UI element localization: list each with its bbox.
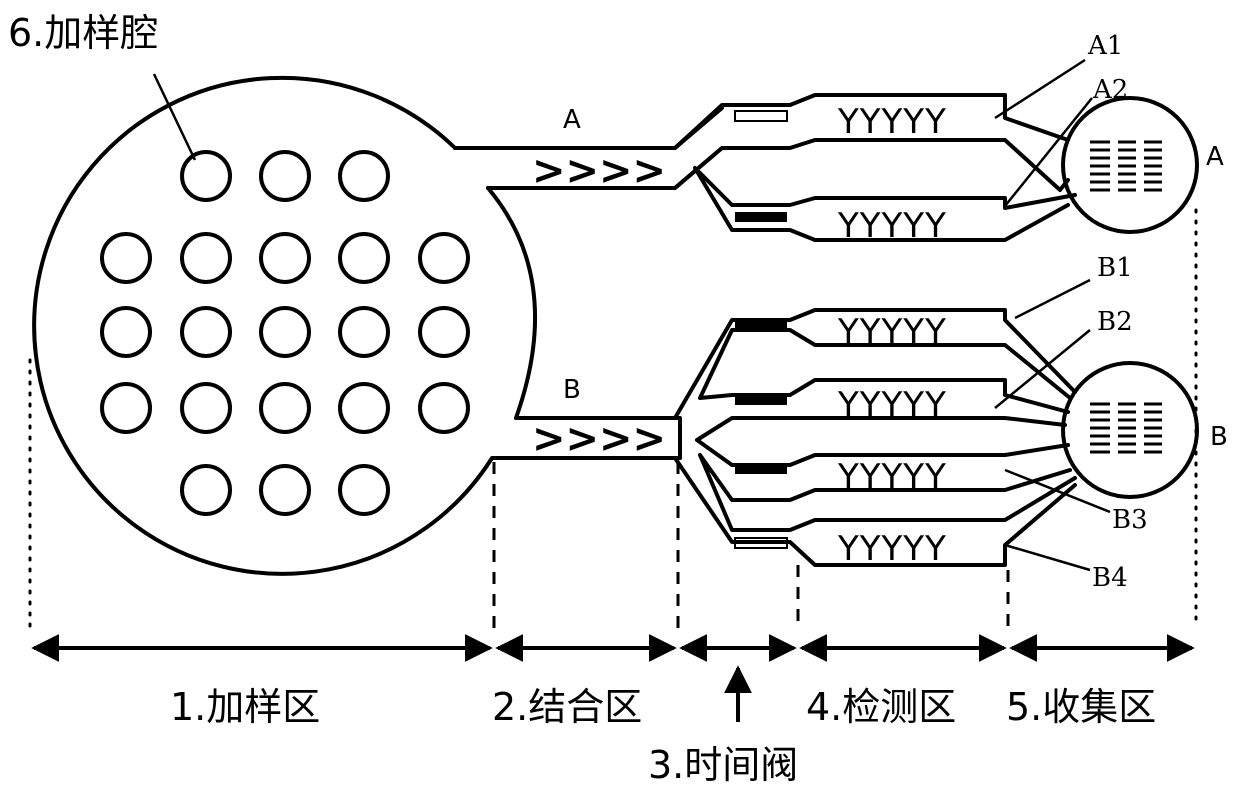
collection-chamber-b <box>1063 363 1197 497</box>
detect-marks-a2: YYYYY <box>837 206 947 246</box>
zone-label-collection: 5.收集区 <box>1006 685 1156 729</box>
channel-b-label: B <box>563 375 581 405</box>
collection-b-label: B <box>1210 422 1228 452</box>
collection-a-label: A <box>1206 142 1224 172</box>
channel-a-label: A <box>563 105 581 135</box>
sample-holes <box>102 152 468 514</box>
detect-marks-b4: YYYYY <box>837 529 947 569</box>
chevrons-b: >>>> <box>532 416 666 462</box>
strip-label-a2: A2 <box>1092 75 1128 105</box>
leader-lines <box>154 60 1110 570</box>
sample-chamber-label: 6.加样腔 <box>8 11 158 55</box>
detect-marks-a1: YYYYY <box>837 102 947 142</box>
detect-marks-b1: YYYYY <box>837 312 947 352</box>
chevrons-a: >>>> <box>532 148 666 194</box>
zone-label-sample: 1.加样区 <box>170 685 320 729</box>
strip-label-a1: A1 <box>1087 31 1123 61</box>
strip-label-b3: B3 <box>1112 505 1148 535</box>
strip-label-b2: B2 <box>1097 307 1133 337</box>
zone-label-binding: 2.结合区 <box>492 685 642 729</box>
time-valve-marks <box>735 111 787 548</box>
collection-b-absorbent <box>1090 404 1162 452</box>
strip-label-b1: B1 <box>1097 253 1133 283</box>
detect-marks-b3: YYYYY <box>837 457 947 497</box>
zone-label-detection: 4.检测区 <box>806 685 956 729</box>
detect-marks-b2: YYYYY <box>837 385 947 425</box>
zone-label-time-valve: 3.时间阀 <box>648 743 798 787</box>
collection-a-absorbent <box>1090 142 1162 190</box>
strip-label-b4: B4 <box>1092 563 1128 593</box>
